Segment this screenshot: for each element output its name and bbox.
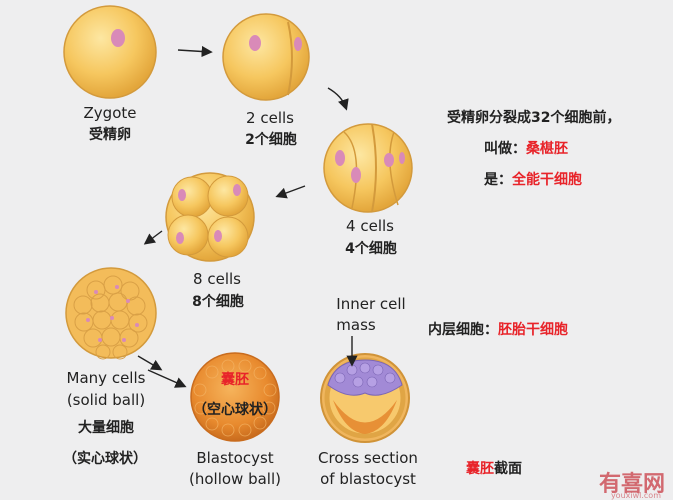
morula-note-line3: 是：全能干细胞	[484, 172, 582, 188]
morula-note-line1: 受精卵分裂成32个细胞前，	[447, 110, 621, 126]
zygote-label-en: Zygote	[83, 104, 137, 122]
two-cells-label-en: 2 cells	[246, 109, 294, 127]
inner-cell-label: Inner cell	[336, 295, 406, 313]
four-cells-label-zh: 4个细胞	[345, 241, 397, 257]
zygote-label-zh: 受精卵	[89, 127, 131, 143]
arrow-many-to-blastocyst-1	[137, 355, 163, 371]
arrow-2-to-4	[327, 87, 349, 111]
cross-section-label-en: Cross section	[318, 449, 418, 467]
arrow-many-to-blastocyst-2	[147, 369, 187, 388]
two-cells-label-zh: 2个细胞	[245, 132, 297, 148]
arrow-4-to-8	[275, 185, 306, 199]
watermark-logo: 有喜网	[598, 472, 665, 497]
hollow-ball-inner-label-zh: （空心球状）	[193, 402, 277, 418]
blastocyst-inner-label-zh: 囊胚	[221, 372, 249, 388]
solid-ball-label-en: (solid ball)	[66, 391, 146, 409]
four-cells-embryo	[323, 123, 413, 213]
arrow-zygote-to-2	[177, 45, 213, 58]
four-cells-label-en: 4 cells	[346, 217, 394, 235]
hollow-ball-label-en: (hollow ball)	[189, 470, 281, 488]
blastocyst-cross-section	[320, 353, 410, 443]
blastocyst-embryo	[190, 352, 280, 442]
mass-label: mass	[336, 316, 376, 334]
inner-cell-note: 内层细胞：胚胎干细胞	[428, 322, 568, 338]
morula-embryo	[65, 267, 157, 360]
many-cells-label-en: Many cells	[66, 369, 146, 387]
watermark-url: youxiwl.com	[610, 491, 661, 500]
two-cells-embryo	[222, 13, 310, 101]
section-note: 囊胚截面	[466, 461, 522, 477]
eight-cells-label-zh: 8个细胞	[192, 294, 244, 310]
morula-note-line2: 叫做：桑椹胚	[484, 141, 568, 157]
solid-ball-label-zh: （实心球状）	[63, 451, 147, 467]
eight-cells-embryo	[165, 172, 255, 262]
eight-cells-label-en: 8 cells	[193, 270, 241, 288]
arrow-8-to-many	[143, 230, 163, 245]
of-blastocyst-label-en: of blastocyst	[320, 470, 416, 488]
blastocyst-label-en: Blastocyst	[196, 449, 274, 467]
many-cells-label-zh: 大量细胞	[78, 420, 134, 436]
zygote-cell	[63, 5, 157, 99]
